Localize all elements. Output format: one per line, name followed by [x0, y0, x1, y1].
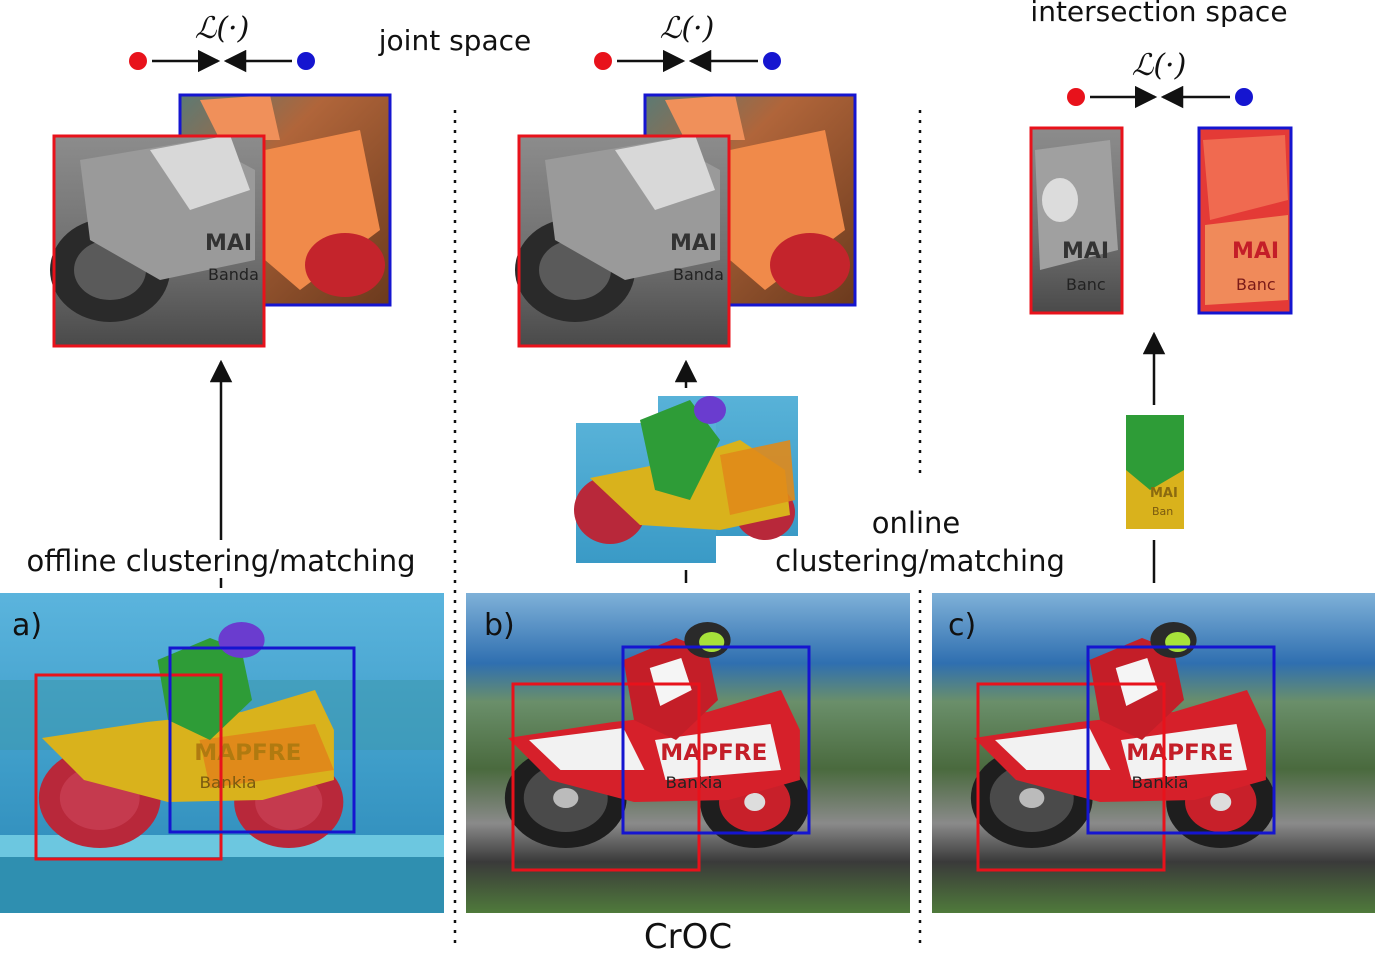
- panel-a-view2-box: [168, 646, 356, 834]
- panel-a: a) offline clustering/matching MAI Banda…: [0, 11, 531, 913]
- panel-c-crop-view1: MAI Banc: [1029, 126, 1124, 315]
- panel-a-view1-box: [34, 673, 223, 861]
- dot-blue-icon: [297, 52, 315, 70]
- svg-text:Banc: Banc: [1236, 275, 1276, 294]
- svg-text:Banda: Banda: [673, 265, 724, 284]
- svg-text:MAI: MAI: [1150, 486, 1178, 501]
- svg-text:Banda: Banda: [208, 265, 259, 284]
- panel-a-label: a): [12, 608, 42, 643]
- panel-c-label: c): [948, 608, 976, 643]
- svg-text:MAI: MAI: [1232, 239, 1279, 264]
- svg-text:MAI: MAI: [205, 231, 252, 256]
- panel-b-photo: [466, 593, 910, 913]
- dot-blue-icon: [763, 52, 781, 70]
- panel-c: c) MAI Ban MAI Banc MAI Banc ℒ(·): [932, 0, 1375, 913]
- panel-a-top-text: joint space: [378, 24, 531, 57]
- panel-a-caption: offline clustering/matching: [26, 544, 415, 578]
- method-name: CrOC: [644, 917, 732, 953]
- panel-b-caption-line2: clustering/matching: [775, 544, 1065, 578]
- svg-text:MAI: MAI: [1062, 239, 1109, 264]
- panel-c-photo: [932, 593, 1375, 913]
- panel-b-caption-line1: online: [872, 506, 960, 540]
- dot-red-icon: [129, 52, 147, 70]
- panel-b-label: b): [484, 608, 515, 643]
- panel-c-view1-box: [976, 682, 1166, 872]
- panel-b-mask-crops: [574, 396, 798, 563]
- panel-c-crop-view2: MAI Banc: [1197, 126, 1293, 315]
- svg-text:Ban: Ban: [1152, 505, 1173, 518]
- panel-b: b) MAI Banda: [466, 11, 1065, 953]
- panel-c-loss: ℒ(·): [1132, 48, 1187, 83]
- dot-red-icon: [594, 52, 612, 70]
- panel-a-loss: ℒ(·): [195, 11, 250, 46]
- panel-b-loss: ℒ(·): [660, 11, 715, 46]
- panel-c-mask-crop: MAI Ban: [1126, 415, 1184, 529]
- panel-b-view2-box: [621, 645, 811, 835]
- panel-c-view2-box: [1086, 645, 1276, 835]
- panel-b-crop-view1: MAI Banda: [515, 134, 731, 348]
- panel-b-view1-box: [511, 682, 701, 872]
- panel-c-top-text: intersection space: [1030, 0, 1287, 28]
- dot-blue-icon: [1235, 88, 1253, 106]
- dot-red-icon: [1067, 88, 1085, 106]
- svg-text:MAI: MAI: [670, 231, 717, 256]
- svg-text:Banc: Banc: [1066, 275, 1106, 294]
- panel-a-crop-view1: MAI Banda: [50, 134, 266, 348]
